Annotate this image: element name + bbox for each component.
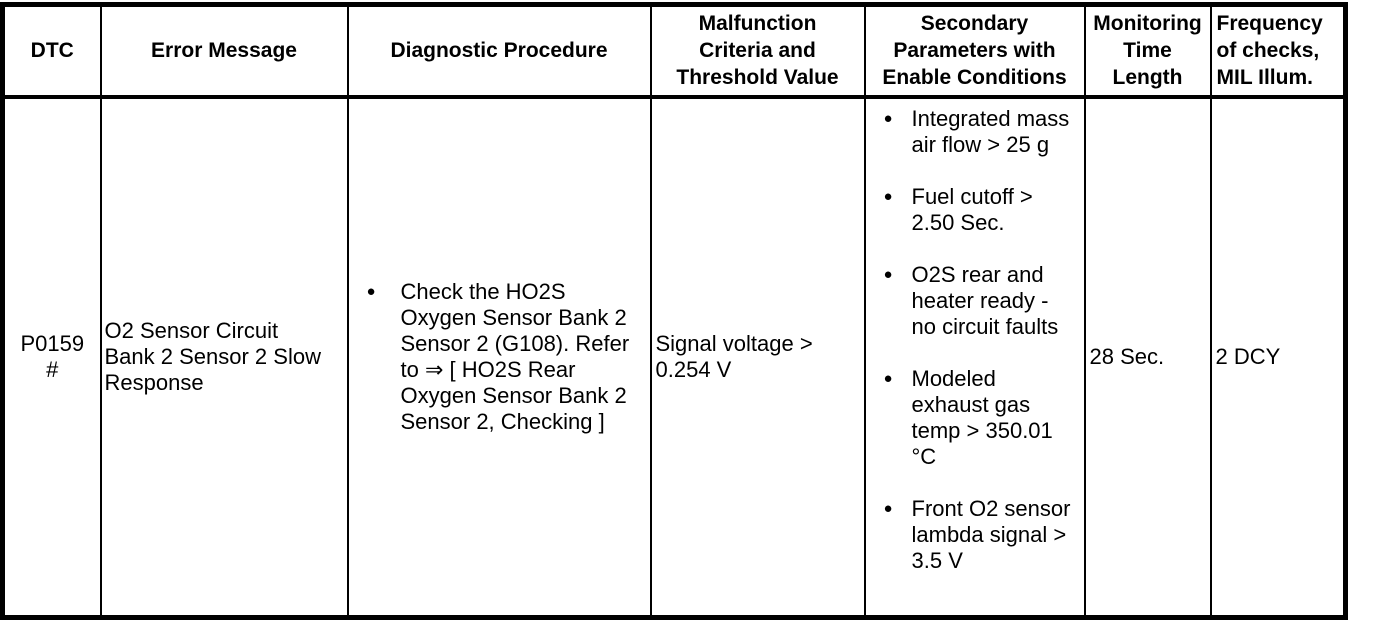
text-line: Sensor 2 (G108). Refer: [400, 330, 630, 356]
text-line: 28 Sec.: [1089, 343, 1165, 369]
text-line: Diagnostic Procedure: [390, 39, 608, 63]
text-line: Enable Conditions: [882, 66, 1067, 90]
text-line: air flow > 25 g: [911, 131, 1050, 157]
text-line: Parameters with: [893, 39, 1056, 63]
text-line: to ⇒ [ HO2S Rear: [400, 356, 576, 382]
col-header-diagnostic-procedure: Diagnostic Procedure: [346, 3, 652, 99]
text-line: Oxygen Sensor Bank 2: [400, 382, 627, 408]
text-line: exhaust gas: [911, 391, 1031, 417]
bullet-icon: ●: [366, 282, 376, 300]
text-line: MIL Illum.: [1216, 66, 1313, 90]
text-line: Length: [1112, 66, 1183, 90]
text-line: Monitoring: [1093, 12, 1202, 36]
header-row: DTC Error Message Diagnostic Procedure M…: [1, 3, 1347, 99]
text-line: #: [46, 356, 59, 382]
cell-frequency: 2 DCY: [1209, 95, 1347, 619]
text-line: Integrated mass: [911, 105, 1070, 131]
text-line: P0159: [20, 330, 85, 356]
cell-monitoring-time: 28 Sec.: [1083, 95, 1212, 619]
text-line: Signal voltage >: [655, 330, 813, 356]
text-line: 3.5 V: [911, 547, 963, 573]
text-line: 0.254 V: [655, 356, 732, 382]
bullet-icon: ●: [883, 187, 893, 205]
text-line: Bank 2 Sensor 2 Slow: [104, 343, 321, 369]
text-line: Oxygen Sensor Bank 2: [400, 304, 627, 330]
col-header-error-message: Error Message: [99, 3, 349, 99]
text-line: Time: [1123, 39, 1172, 63]
cell-dtc-code: P0159#: [1, 95, 102, 619]
text-line: Modeled: [911, 365, 996, 391]
text-line: Check the HO2S: [400, 278, 566, 304]
col-header-dtc: DTC: [1, 3, 102, 99]
table-header: DTC Error Message Diagnostic Procedure M…: [1, 3, 1347, 99]
bullet-item-text: Fuel cutoff >2.50 Sec.: [912, 184, 1080, 236]
text-line: O2S rear and: [911, 261, 1044, 287]
text-line: Fuel cutoff >: [911, 183, 1033, 209]
text-line: Frequency: [1216, 12, 1323, 36]
bullet-icon: ●: [883, 499, 893, 517]
bullet-icon: ●: [883, 369, 893, 387]
text-line: DTC: [30, 39, 74, 63]
text-line: Malfunction: [698, 12, 817, 36]
text-line: O2 Sensor Circuit: [104, 317, 279, 343]
text-line: Sensor 2, Checking ]: [400, 408, 605, 434]
text-line: °C: [911, 443, 937, 469]
text-line: Front O2 sensor: [911, 495, 1071, 521]
cell-malfunction-criteria: Signal voltage >0.254 V: [649, 95, 866, 619]
text-line: of checks,: [1216, 39, 1320, 63]
text-line: Secondary: [920, 12, 1029, 36]
text-line: Response: [104, 369, 204, 395]
dtc-table: DTC Error Message Diagnostic Procedure M…: [0, 2, 1348, 620]
text-line: Threshold Value: [676, 66, 839, 90]
text-line: temp > 350.01: [911, 417, 1053, 443]
text-line: lambda signal >: [911, 521, 1067, 547]
bullet-icon: ●: [883, 109, 893, 127]
text-line: 2 DCY: [1215, 343, 1281, 369]
text-line: 2.50 Sec.: [911, 209, 1005, 235]
col-header-frequency: Frequency of checks, MIL Illum.: [1209, 3, 1347, 99]
bullet-icon: ●: [883, 265, 893, 283]
text-line: no circuit faults: [911, 313, 1059, 339]
bullet-item: ● Fuel cutoff >2.50 Sec.: [884, 184, 1080, 236]
text-line: heater ready -: [911, 287, 1049, 313]
text-line: Criteria and: [699, 39, 816, 63]
text-line: Error Message: [151, 39, 297, 63]
